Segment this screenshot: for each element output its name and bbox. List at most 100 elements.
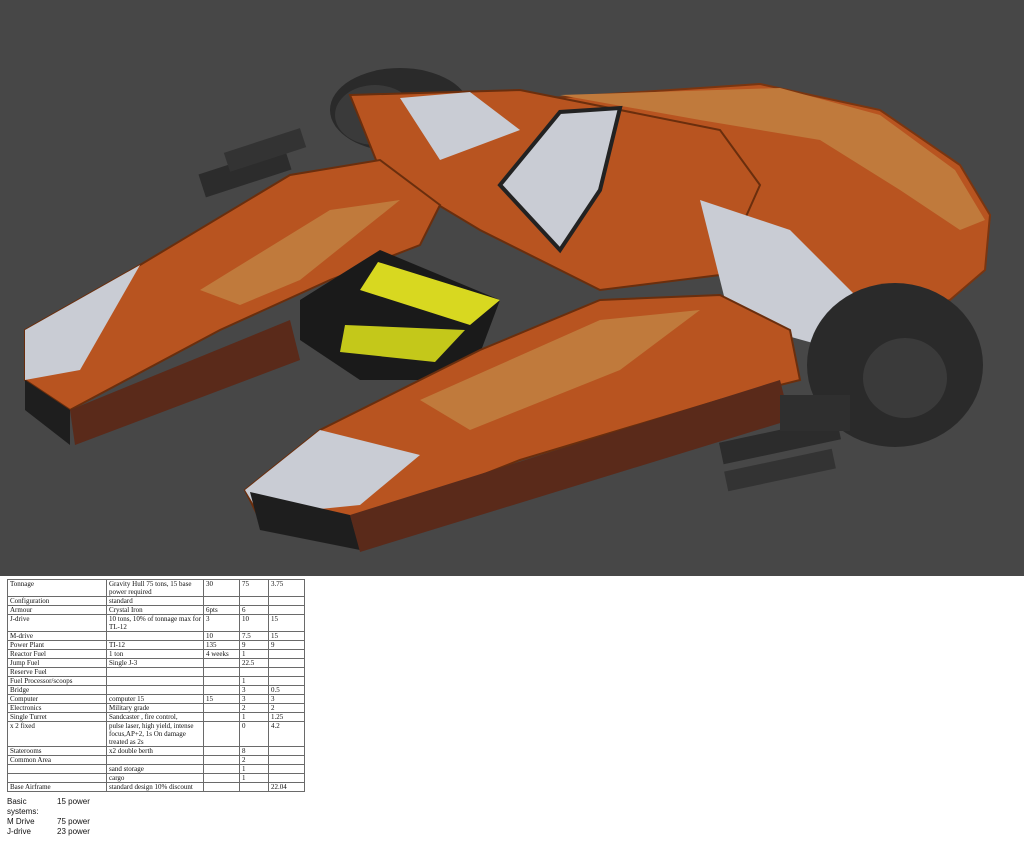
right-wing-side bbox=[250, 492, 360, 550]
spec-cell: 135 bbox=[203, 640, 240, 650]
system-power: 15 power bbox=[57, 797, 90, 806]
spec-cell: 0.5 bbox=[268, 685, 305, 695]
spec-cell bbox=[106, 676, 204, 686]
spec-cell: Base Airframe bbox=[7, 782, 107, 792]
spec-cell bbox=[268, 764, 305, 774]
spec-cell bbox=[106, 685, 204, 695]
spec-cell: computer 15 bbox=[106, 694, 204, 704]
rear-engine-right bbox=[719, 283, 983, 492]
spec-cell bbox=[268, 773, 305, 783]
spec-cell: Bridge bbox=[7, 685, 107, 695]
system-power: 75 power bbox=[57, 817, 90, 826]
right-wing-tip bbox=[245, 430, 420, 515]
spec-cell bbox=[203, 755, 240, 765]
spec-cell bbox=[203, 721, 240, 747]
spec-cell: 22.5 bbox=[239, 658, 269, 668]
spec-cell: Single J-3 bbox=[106, 658, 204, 668]
spec-cell: x 2 fixed bbox=[7, 721, 107, 747]
spec-cell: 15 bbox=[268, 614, 305, 632]
system-name: J-drive bbox=[7, 827, 32, 836]
spec-cell: sand storage bbox=[106, 764, 204, 774]
spec-cell: x2 double berth bbox=[106, 746, 204, 756]
spec-cell: Reactor Fuel bbox=[7, 649, 107, 659]
spec-cell bbox=[268, 605, 305, 615]
spec-cell: 1 bbox=[239, 649, 269, 659]
spec-cell bbox=[239, 782, 269, 792]
spec-cell bbox=[203, 782, 240, 792]
spec-cell: Reserve Fuel bbox=[7, 667, 107, 677]
spec-cell bbox=[203, 773, 240, 783]
spec-cell: 1 bbox=[239, 712, 269, 722]
spec-cell: standard design 10% discount bbox=[106, 782, 204, 792]
spec-cell bbox=[239, 667, 269, 677]
spec-cell bbox=[268, 746, 305, 756]
rear-ring-rim bbox=[560, 88, 985, 230]
right-wing-stripe bbox=[420, 310, 700, 430]
starship-model bbox=[24, 68, 992, 552]
power-row: M Drive 75 power bbox=[7, 817, 90, 827]
spec-cell: pulse laser, high yield, intense focus,A… bbox=[106, 721, 204, 747]
cylinder-band-1 bbox=[400, 92, 520, 160]
spec-cell: Staterooms bbox=[7, 746, 107, 756]
spec-cell: J-drive bbox=[7, 614, 107, 632]
spec-cell: Single Turret bbox=[7, 712, 107, 722]
spec-cell: 1 bbox=[239, 676, 269, 686]
spec-cell bbox=[239, 596, 269, 606]
spec-cell: 10 bbox=[239, 614, 269, 632]
spec-cell: standard bbox=[106, 596, 204, 606]
spec-cell: 30 bbox=[203, 579, 240, 597]
spec-cell bbox=[106, 755, 204, 765]
spec-cell: Gravity Hull 75 tons, 15 base power requ… bbox=[106, 579, 204, 597]
spec-cell bbox=[203, 764, 240, 774]
system-name: M Drive bbox=[7, 817, 35, 826]
left-wing-tip bbox=[25, 265, 140, 380]
spec-cell bbox=[203, 712, 240, 722]
spec-cell: 2 bbox=[268, 703, 305, 713]
left-wing-side bbox=[25, 380, 70, 445]
system-name: Basic systems: bbox=[7, 797, 39, 816]
spec-cell bbox=[203, 658, 240, 668]
spec-cell bbox=[106, 667, 204, 677]
spec-cell bbox=[268, 676, 305, 686]
spec-cell bbox=[203, 676, 240, 686]
spec-cell: Power Plant bbox=[7, 640, 107, 650]
spec-cell bbox=[106, 631, 204, 641]
spec-cell bbox=[268, 658, 305, 668]
spec-cell: Armour bbox=[7, 605, 107, 615]
spec-cell bbox=[203, 596, 240, 606]
spec-cell: 15 bbox=[203, 694, 240, 704]
spec-cell: 9 bbox=[268, 640, 305, 650]
spec-cell: 8 bbox=[239, 746, 269, 756]
spec-cell bbox=[203, 667, 240, 677]
spec-cell bbox=[203, 703, 240, 713]
cockpit-canopy-upper bbox=[360, 262, 500, 325]
power-row: J-drive 23 power bbox=[7, 827, 90, 837]
spec-cell: Common Area bbox=[7, 755, 107, 765]
spec-cell: 9 bbox=[239, 640, 269, 650]
cylinder-band-2 bbox=[497, 105, 623, 254]
cockpit-canopy-lower bbox=[340, 325, 465, 362]
spec-cell: 10 tons, 10% of tonnage max for TL-12 bbox=[106, 614, 204, 632]
spec-cell: Sandcaster , fire control, bbox=[106, 712, 204, 722]
left-wing-stripe bbox=[200, 200, 400, 305]
spec-cell: Tonnage bbox=[7, 579, 107, 597]
spec-cell bbox=[203, 685, 240, 695]
spec-cell bbox=[203, 746, 240, 756]
spec-cell: 22.04 bbox=[268, 782, 305, 792]
power-row: Basic systems: 15 power bbox=[7, 797, 90, 817]
spec-cell bbox=[7, 773, 107, 783]
